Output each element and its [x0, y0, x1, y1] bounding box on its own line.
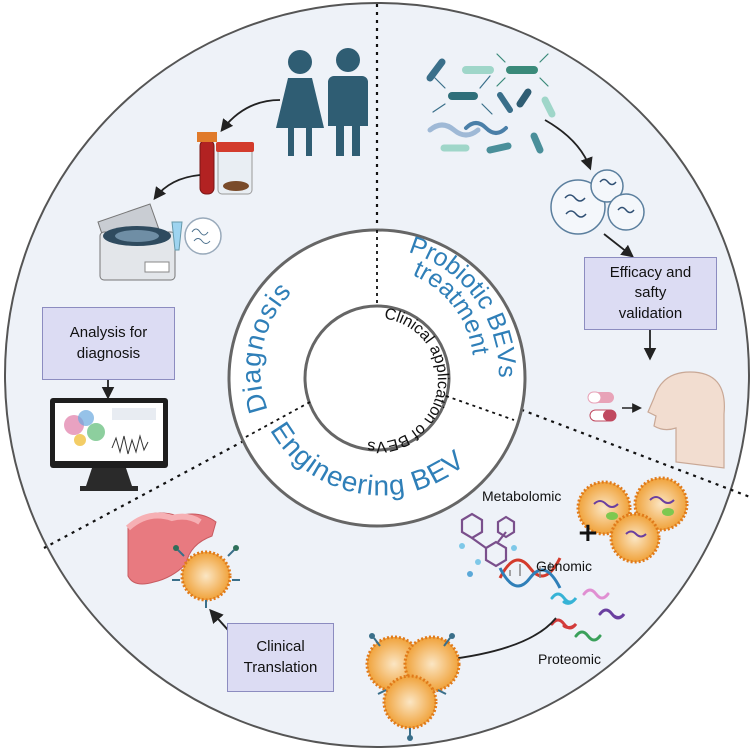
arrow-sample-to-centrifuge: [153, 174, 201, 201]
arrow-bacteria-to-vesicles: [544, 119, 593, 171]
arrow-people-to-sample: [220, 99, 281, 132]
arrow-clinical-to-target: [209, 608, 229, 631]
bev-cluster-icon: [365, 633, 461, 741]
efficacy-validation-box: Efficacy and safty validation: [584, 257, 717, 330]
metabolomic-label: Metabolomic: [482, 488, 562, 504]
center-dividers: [243, 230, 515, 439]
plus-sign: +: [577, 518, 599, 548]
bev-vesicles-icon: [550, 169, 645, 235]
stool-container-icon: [216, 142, 254, 195]
bacteria-icons: [426, 53, 556, 154]
dna-icon: [498, 557, 562, 589]
centrifuge-icon: [97, 203, 176, 281]
arrow-vesicles-to-efficacy: [603, 233, 634, 258]
analysis-for-diagnosis-box: Analysis for diagnosis: [42, 307, 175, 380]
metabolite-molecules-icon: [459, 512, 517, 577]
targeted-bev-icon: [172, 545, 240, 608]
protein-icons: [550, 588, 626, 642]
genomic-label: Genomic: [536, 558, 593, 574]
people-icon: [276, 48, 368, 156]
center-ring-inner: [303, 304, 451, 452]
sample-tube-icon: [197, 132, 217, 195]
monitor-icon: [50, 398, 168, 491]
arrow-omics-to-clinical: [441, 617, 557, 666]
vesicle-magnifier-icon: [171, 217, 222, 255]
tissue-icon: [125, 512, 217, 585]
patient-head-icon: [647, 371, 725, 469]
clinical-translation-box: Clinical Translation: [227, 623, 334, 692]
pills-icon: [587, 391, 617, 422]
engineered-bev-icons: [576, 476, 689, 564]
proteomic-label: Proteomic: [538, 651, 602, 667]
